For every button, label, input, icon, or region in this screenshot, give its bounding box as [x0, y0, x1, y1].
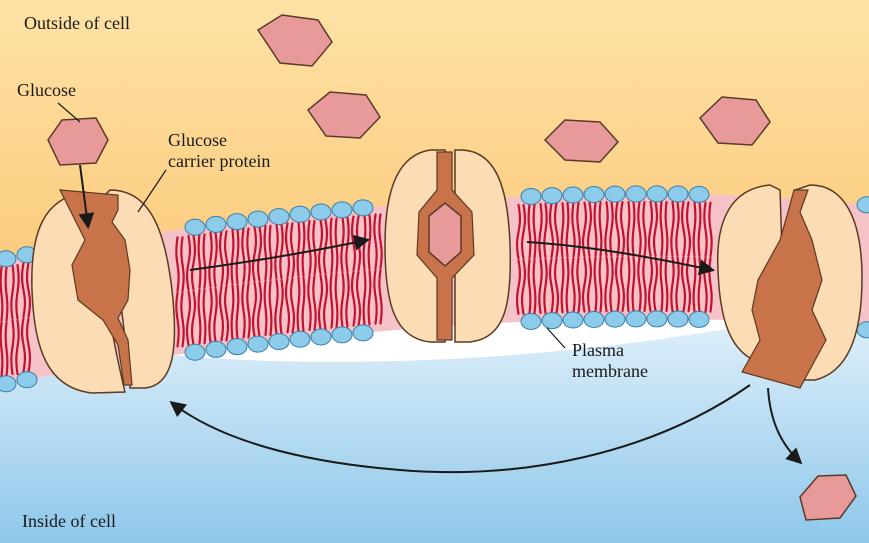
lipid-head	[542, 188, 562, 204]
lipid-head	[206, 216, 226, 232]
lipid-head	[353, 200, 373, 216]
lipid-head	[668, 186, 688, 202]
lipid-head	[311, 204, 331, 220]
carrier-protein-open-outside	[32, 190, 175, 393]
lipid-head	[542, 313, 562, 329]
inside-cell-label: Inside of cell	[22, 511, 116, 532]
lipid-head	[0, 251, 16, 267]
lipid-head	[227, 339, 247, 355]
glucose-label: Glucose	[17, 80, 76, 101]
carrier-protein-label: Glucose carrier protein	[168, 130, 270, 172]
lipid-head	[227, 214, 247, 230]
lipid-head	[563, 312, 583, 328]
lipid-head	[626, 186, 646, 202]
lipid-head	[584, 311, 604, 327]
carrier-protein-label-line2: carrier protein	[168, 151, 270, 172]
outside-cell-label: Outside of cell	[24, 13, 130, 34]
lipid-head	[353, 325, 373, 341]
lipid-head	[626, 311, 646, 327]
lipid-head	[206, 341, 226, 357]
lipid-head	[269, 209, 289, 225]
lipid-head	[185, 344, 205, 360]
lipid-head	[332, 327, 352, 343]
lipid-head	[605, 311, 625, 327]
lipid-head	[332, 202, 352, 218]
lipid-head	[311, 329, 331, 345]
lipid-head	[668, 311, 688, 327]
lipid-head	[521, 188, 541, 204]
carrier-protein-occluded	[385, 150, 510, 342]
plasma-membrane-label-line2: membrane	[572, 361, 648, 382]
carrier-protein-label-line1: Glucose	[168, 130, 270, 151]
glucose-in-carrier	[429, 203, 461, 266]
lipid-head	[248, 211, 268, 227]
lipid-head	[647, 311, 667, 327]
lipid-head	[269, 334, 289, 350]
lipid-head	[584, 186, 604, 202]
plasma-membrane-label: Plasma membrane	[572, 340, 648, 382]
lipid-head	[521, 313, 541, 329]
membrane-label-leader	[547, 328, 565, 348]
lipid-head	[689, 311, 709, 327]
lipid-head	[605, 186, 625, 202]
plasma-membrane-label-line1: Plasma	[572, 340, 648, 361]
lipid-head	[563, 187, 583, 203]
lipid-head	[0, 376, 16, 392]
lipid-head	[290, 331, 310, 347]
lipid-head	[647, 186, 667, 202]
lipid-head	[185, 219, 205, 235]
lipid-head	[290, 206, 310, 222]
lipid-head	[689, 186, 709, 202]
lipid-head	[248, 336, 268, 352]
lipid-head	[17, 372, 37, 388]
